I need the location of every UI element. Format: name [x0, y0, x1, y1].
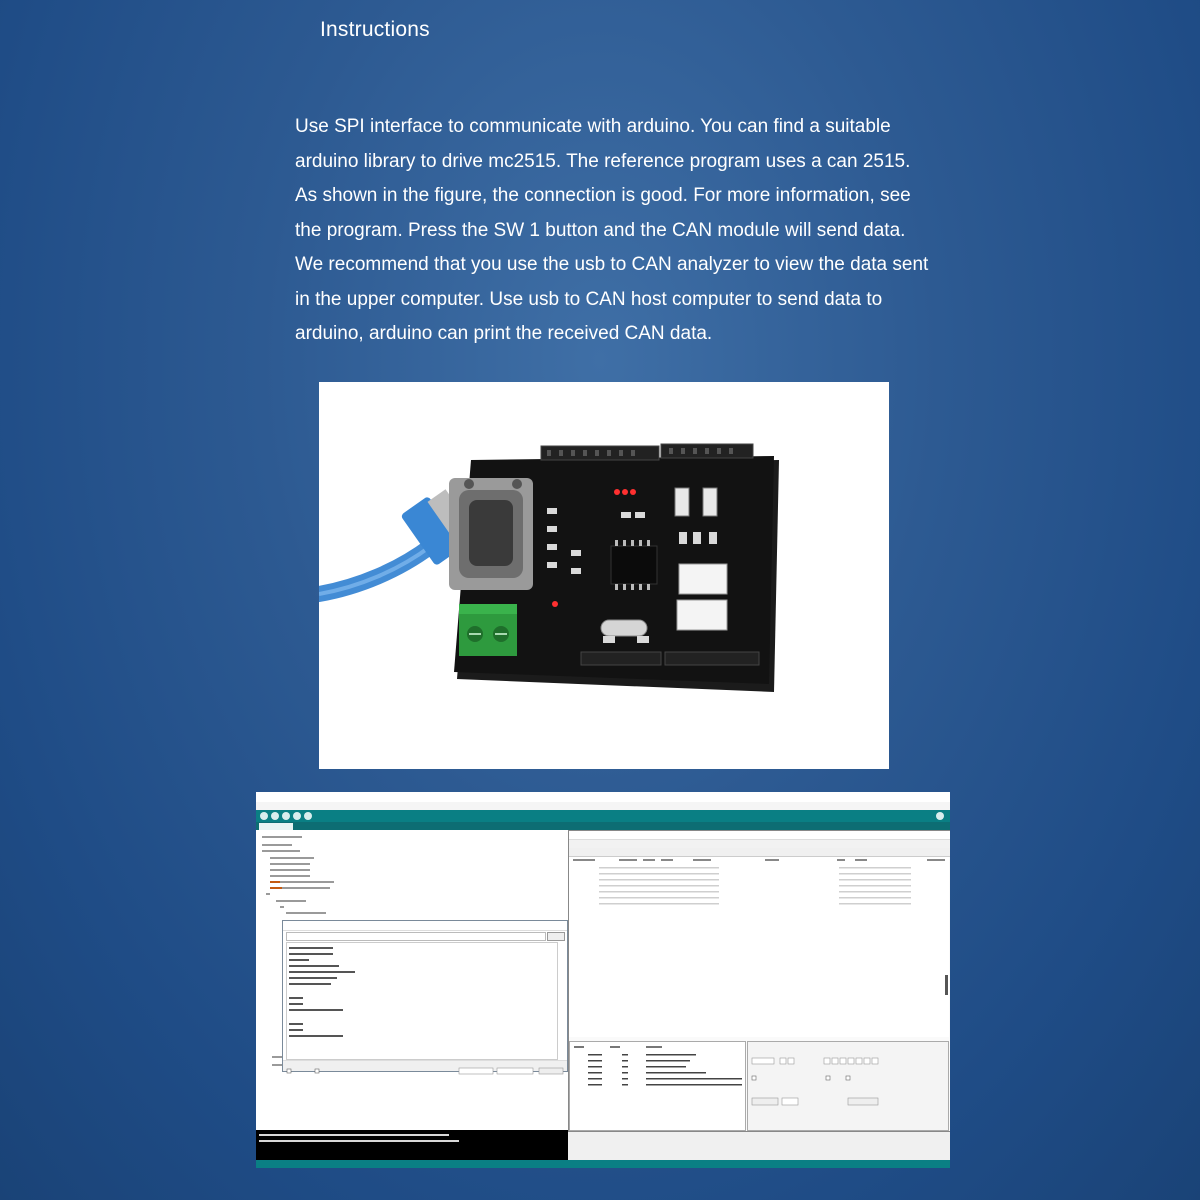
- transmit-controls: [751, 1057, 879, 1106]
- baud-rate-select[interactable]: [496, 1067, 534, 1075]
- ide-tab-bar: [256, 822, 950, 830]
- terminal-block-icon: [459, 604, 517, 656]
- repeat-interval-field[interactable]: [781, 1097, 799, 1106]
- serial-monitor-icon: [936, 812, 944, 820]
- can-shield-photo: [319, 382, 889, 769]
- ide-toolbar: [256, 810, 950, 822]
- new-icon: [282, 812, 290, 820]
- serial-input-field[interactable]: [286, 932, 546, 941]
- ide-sketch-tab: [259, 823, 293, 830]
- serial-monitor-title-bar: [283, 921, 567, 931]
- can-id-field[interactable]: [751, 1057, 775, 1065]
- can-analyzer-window: [568, 830, 950, 1132]
- software-screenshot: [256, 792, 950, 1168]
- page-title: Instructions: [320, 18, 430, 41]
- serial-output-lines: [289, 947, 355, 1037]
- extended-id-checkbox[interactable]: [751, 1075, 757, 1081]
- chip-icon: [610, 540, 658, 590]
- paragraph-line: As shown in the figure, the connection i…: [295, 185, 911, 206]
- crystal-icon: [600, 619, 648, 637]
- can-trace-table: [569, 857, 949, 1037]
- can-analyzer-filter-bar: [569, 848, 950, 857]
- serial-output-area: [286, 942, 558, 1060]
- paragraph-line: Use SPI interface to communicate with ar…: [295, 116, 891, 137]
- paragraph-line: in the upper computer. Use usb to CAN ho…: [295, 288, 883, 310]
- trace-table-content: [573, 859, 948, 995]
- ide-status-bar: [256, 1160, 950, 1168]
- usb-cable-icon: [319, 489, 469, 602]
- ide-title-bar: [256, 792, 950, 802]
- autoscroll-checkbox[interactable]: [286, 1068, 292, 1074]
- paragraph-line: arduino, arduino can print the received …: [295, 323, 713, 344]
- ide-menu-bar: [256, 802, 950, 810]
- timestamp-checkbox[interactable]: [314, 1068, 320, 1074]
- send-repeat-button[interactable]: [751, 1097, 779, 1106]
- console-lines: [259, 1134, 459, 1142]
- open-icon: [293, 812, 301, 820]
- log-lines: [574, 1046, 742, 1086]
- db9-connector-icon: [449, 478, 533, 590]
- send-single-button[interactable]: [847, 1097, 879, 1106]
- can-transmit-panel: [747, 1041, 949, 1131]
- data-byte-field[interactable]: [823, 1057, 831, 1065]
- serial-send-button[interactable]: [547, 932, 565, 941]
- clear-output-button[interactable]: [538, 1067, 564, 1075]
- can-analyzer-menu-bar: [569, 840, 950, 848]
- error-frame-checkbox[interactable]: [845, 1075, 851, 1081]
- rtr-checkbox[interactable]: [825, 1075, 831, 1081]
- instructions-paragraph: Use SPI interface to communicate with ar…: [295, 110, 975, 352]
- can-shield-board-image: [319, 443, 779, 692]
- can-log-panel: [569, 1041, 746, 1131]
- save-icon: [304, 812, 312, 820]
- serial-footer-bar: [283, 1060, 567, 1075]
- paragraph-line: We recommend that you use the usb to CAN…: [295, 254, 929, 275]
- paragraph-line: the program. Press the SW 1 button and t…: [295, 219, 906, 241]
- can-analyzer-title-bar: [569, 831, 950, 840]
- line-ending-select[interactable]: [458, 1067, 494, 1075]
- serial-monitor-window: [282, 920, 568, 1075]
- paragraph-line: arduino library to drive mc2515. The ref…: [295, 150, 911, 172]
- upload-icon: [271, 812, 279, 820]
- verify-icon: [260, 812, 268, 820]
- dlc-field[interactable]: [779, 1057, 787, 1065]
